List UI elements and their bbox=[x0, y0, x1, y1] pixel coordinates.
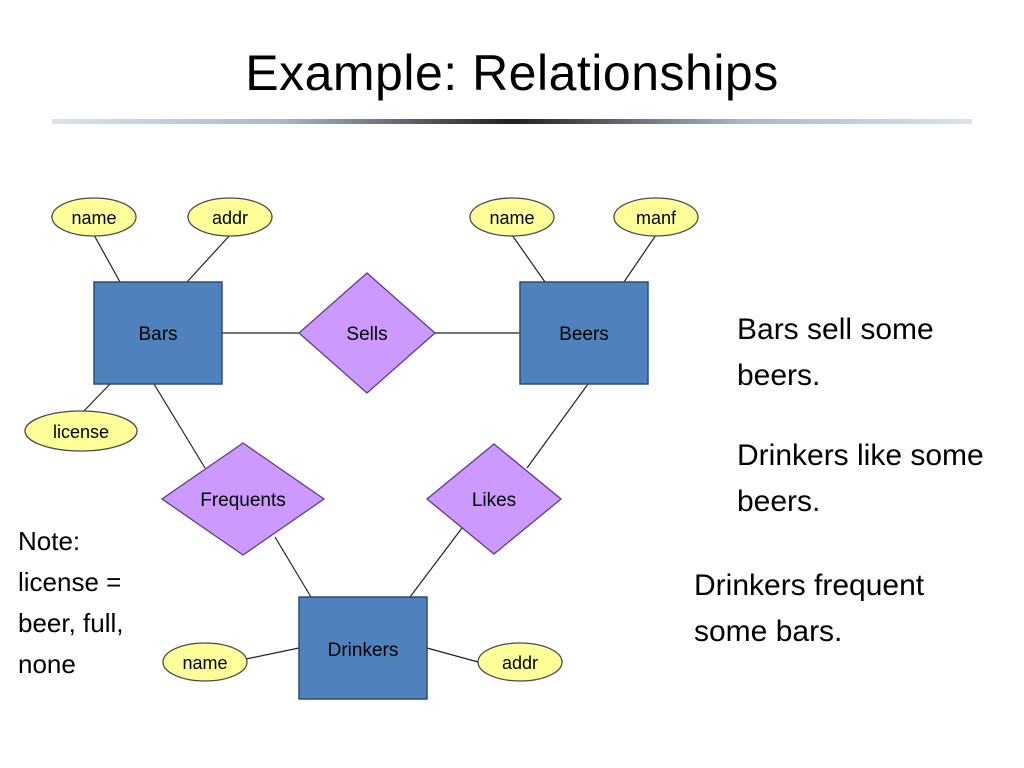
edge-beers-likes bbox=[526, 383, 589, 469]
attribute-bars-license[interactable]: license bbox=[24, 410, 138, 452]
edge-drinkers-name bbox=[245, 647, 300, 660]
attribute-drinkers-name-oval bbox=[162, 642, 248, 682]
attribute-drinkers-addr-label: addr bbox=[502, 653, 538, 673]
edge-bars-frequents bbox=[153, 383, 206, 469]
entity-drinkers-box bbox=[298, 596, 428, 700]
attribute-beers-manf-label: manf bbox=[636, 208, 677, 228]
edge-bars-license bbox=[81, 383, 111, 414]
relationship-sells[interactable]: Sells bbox=[298, 272, 436, 394]
edge-frequents-drinkers bbox=[274, 536, 312, 598]
attribute-beers-name-label: name bbox=[489, 208, 534, 228]
entity-beers[interactable]: Beers bbox=[519, 281, 649, 385]
entity-drinkers[interactable]: Drinkers bbox=[298, 596, 428, 700]
attribute-drinkers-addr[interactable]: addr bbox=[477, 642, 563, 682]
relationship-likes-label: Likes bbox=[472, 490, 516, 511]
attribute-beers-manf-oval bbox=[613, 197, 699, 237]
edge-drinkers-addr bbox=[426, 647, 479, 663]
entity-beers-label: Beers bbox=[559, 324, 609, 345]
relationship-likes[interactable]: Likes bbox=[425, 443, 563, 555]
attribute-bars-addr-oval bbox=[187, 197, 273, 237]
attribute-beers-manf[interactable]: manf bbox=[613, 197, 699, 237]
relationship-sells-label: Sells bbox=[346, 324, 387, 345]
relationship-likes-shape bbox=[425, 443, 563, 555]
description-bars-sell: Bars sell some beers. bbox=[737, 313, 934, 392]
edge-beers-manf bbox=[623, 234, 657, 283]
description-drinkers-frequent: Drinkers frequent some bars. bbox=[694, 569, 925, 648]
entity-bars[interactable]: Bars bbox=[93, 281, 223, 385]
attribute-beers-name[interactable]: name bbox=[469, 197, 555, 237]
attribute-bars-addr-label: addr bbox=[212, 208, 248, 228]
attribute-bars-name[interactable]: name bbox=[51, 197, 137, 237]
attribute-drinkers-addr-oval bbox=[477, 642, 563, 682]
attribute-bars-license-label: license bbox=[53, 422, 109, 442]
relationship-sells-shape bbox=[298, 272, 436, 394]
entity-beers-box bbox=[519, 281, 649, 385]
attribute-drinkers-name[interactable]: name bbox=[162, 642, 248, 682]
diagram-edges bbox=[81, 234, 657, 663]
attribute-drinkers-name-label: name bbox=[182, 653, 227, 673]
edge-bars-addr bbox=[186, 234, 231, 283]
edge-likes-drinkers bbox=[409, 527, 463, 598]
attribute-bars-name-label: name bbox=[71, 208, 116, 228]
attribute-bars-name-oval bbox=[51, 197, 137, 237]
entity-bars-box bbox=[93, 281, 223, 385]
slide-title: Example: Relationships bbox=[245, 45, 779, 101]
entity-drinkers-label: Drinkers bbox=[328, 640, 399, 661]
relationship-frequents-shape bbox=[160, 442, 326, 556]
title-divider bbox=[52, 119, 972, 124]
description-drinkers-like: Drinkers like some beers. bbox=[737, 439, 984, 518]
attribute-bars-addr[interactable]: addr bbox=[187, 197, 273, 237]
entity-bars-label: Bars bbox=[138, 324, 177, 345]
relationship-frequents-label: Frequents bbox=[200, 490, 286, 511]
attribute-beers-name-oval bbox=[469, 197, 555, 237]
edge-beers-name bbox=[511, 234, 546, 283]
attribute-bars-license-oval bbox=[24, 410, 138, 452]
license-note: Note: license = beer, full, none bbox=[18, 526, 124, 679]
edge-bars-name bbox=[93, 234, 121, 283]
relationship-frequents[interactable]: Frequents bbox=[160, 442, 326, 556]
